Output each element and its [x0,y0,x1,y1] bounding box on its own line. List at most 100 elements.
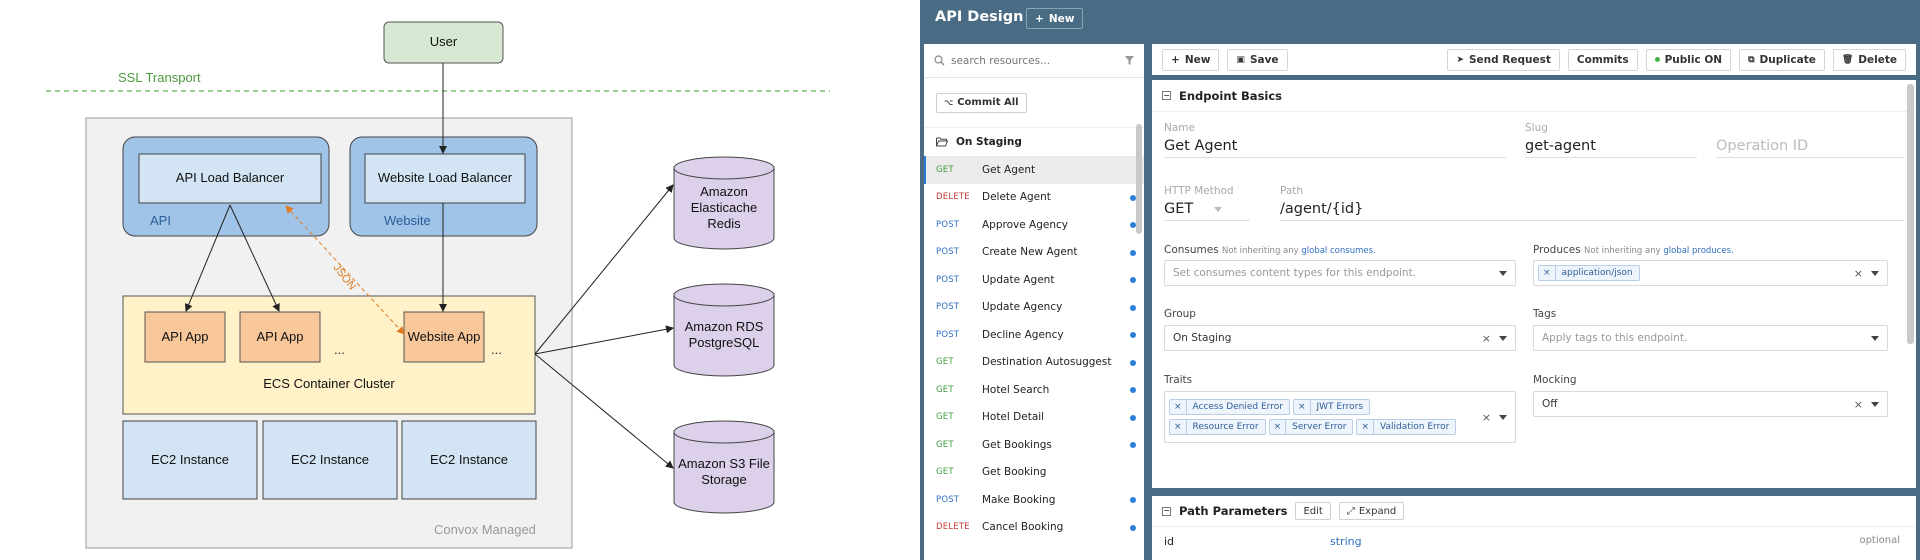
chip-remove-icon[interactable]: × [1270,420,1287,434]
endpoint-name: Decline Agency [982,328,1064,341]
delete-button[interactable]: 🗑Delete [1832,48,1906,71]
unsaved-dot-icon [1130,414,1136,421]
chip-remove-icon[interactable]: × [1539,266,1556,280]
endpoint-name: Get Booking [982,466,1047,479]
endpoint-method: POST [936,274,960,285]
trait-chip-label: Resource Error [1192,422,1259,432]
traits-select[interactable]: ×Access Denied Error×JWT Errors×Resource… [1164,391,1516,443]
ssl-transport-label: SSL Transport [118,70,201,85]
endpoint-name: Update Agent [982,273,1055,286]
unsaved-dot-icon [1130,497,1136,503]
chip-remove-icon[interactable]: × [1294,400,1311,414]
s3-cylinder [673,420,775,514]
endpoint-basics-title: Endpoint Basics [1179,88,1283,103]
param-name: id [1164,535,1175,548]
commit-icon: ⌥ [944,98,954,107]
http-method-select[interactable]: GET [1164,201,1250,221]
global-consumes-link[interactable]: global consumes. [1301,246,1376,256]
clear-icon[interactable]: × [1853,397,1863,411]
expand-button[interactable]: ⤢Expand [1338,502,1405,520]
trait-chip-label: Validation Error [1380,422,1450,432]
endpoint-name: Get Bookings [982,438,1052,451]
chip-remove-icon[interactable]: × [1357,420,1375,434]
unsaved-dot-icon [1130,249,1136,256]
public-toggle-button[interactable]: Public ON [1645,48,1732,71]
produces-select[interactable]: ×application/json × [1533,260,1888,286]
commits-button[interactable]: Commits [1567,48,1638,71]
ec2-1-shape [122,420,258,500]
consumes-controls [1499,270,1507,276]
save-icon: ▣ [1236,54,1245,65]
group-select[interactable]: On Staging × [1164,325,1516,351]
expand-icon: ⤢ [1346,505,1355,517]
consumes-select[interactable]: Set consumes content types for this endp… [1164,260,1516,286]
ecs-cluster-label: ECS Container Cluster [263,375,395,391]
api-group-label: API [150,213,171,228]
plus-icon: + [1035,12,1044,25]
operation-id-input[interactable]: Operation ID [1716,138,1904,158]
commit-all-button[interactable]: ⌥ Commit All [936,92,1027,113]
path-input[interactable]: /agent/{id} [1280,201,1904,221]
endpoint-method: POST [936,247,960,258]
duplicate-button[interactable]: ⧉Duplicate [1739,48,1825,71]
mocking-controls: × [1854,398,1879,411]
collapse-icon[interactable]: − [1162,506,1171,516]
endpoint-basics-header[interactable]: − Endpoint Basics [1152,80,1916,112]
endpoint-name: Create New Agent [982,246,1078,259]
endpoint-name: Delete Agent [982,191,1051,204]
new-button[interactable]: +New [1162,48,1220,71]
global-produces-link[interactable]: global produces. [1663,246,1734,256]
path-param-row[interactable]: id string optional [1152,526,1916,554]
unsaved-dot-icon [1130,332,1136,338]
unsaved-dot-icon [1130,387,1136,393]
tags-select[interactable]: Apply tags to this endpoint. [1533,325,1888,351]
endpoint-method: GET [936,164,954,175]
group-select-value: On Staging [1173,332,1232,344]
clear-icon[interactable]: × [1481,410,1491,424]
param-type: string [1330,535,1362,548]
path-parameters-header: − Path Parameters Edit ⤢Expand [1152,496,1916,526]
website-group-label: Website [384,213,431,228]
top-new-button[interactable]: + New [1026,8,1084,29]
mocking-select[interactable]: Off × [1533,391,1888,417]
endpoint-item[interactable]: POST Create New Agent [924,239,1144,267]
duplicate-label: Duplicate [1759,53,1816,66]
filter-icon[interactable] [1125,56,1134,65]
clear-icon[interactable]: × [1853,266,1863,280]
clear-icon[interactable]: × [1481,331,1491,345]
endpoint-item[interactable]: POST Update Agent [924,266,1144,294]
website-load-balancer: Website Load Balancer [377,170,513,186]
chip-remove-icon[interactable]: × [1170,420,1187,434]
edit-button[interactable]: Edit [1295,502,1331,520]
chip-remove-icon[interactable]: × [1170,400,1187,414]
sidebar-scrollbar[interactable] [1136,124,1142,234]
search-input[interactable] [951,54,1111,67]
sidebar-group-on-staging[interactable]: On Staging [924,128,1144,156]
send-request-button[interactable]: ➤Send Request [1447,48,1560,71]
redis-cylinder [673,156,775,250]
trait-chip: ×Server Error [1268,419,1354,435]
unsaved-dot-icon [1130,222,1136,228]
endpoint-name: Cancel Booking [982,521,1064,534]
editor-scrollbar[interactable] [1907,84,1914,344]
slug-input[interactable]: get-agent [1525,138,1697,158]
produces-chip: ×application/json [1538,265,1640,281]
save-button[interactable]: ▣Save [1227,48,1288,71]
search-icon [934,55,945,66]
name-label: Name [1164,122,1195,134]
trait-chip: ×Access Denied Error [1169,399,1290,415]
name-input[interactable]: Get Agent [1164,138,1506,158]
